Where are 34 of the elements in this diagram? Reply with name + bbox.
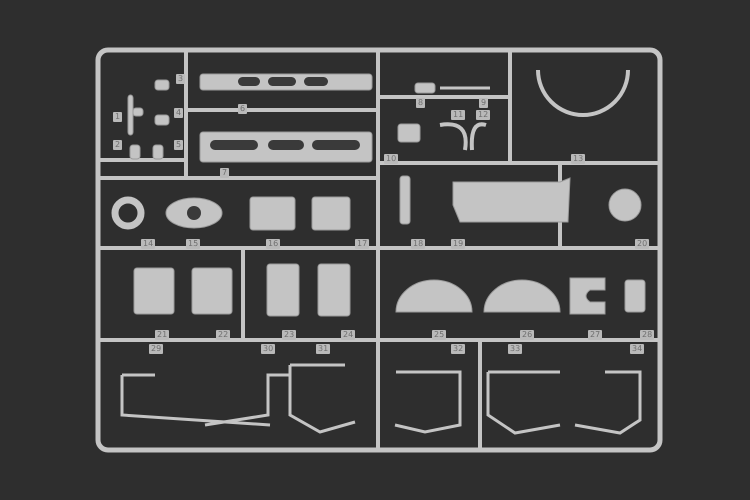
part-number: 17: [355, 239, 370, 249]
part-number: 34: [630, 344, 644, 354]
part-number: 1: [113, 112, 122, 122]
part-number: 16: [266, 239, 280, 249]
part-number: 12: [476, 110, 490, 120]
part-number: 18: [411, 239, 426, 249]
part-number: 27: [588, 330, 602, 340]
part-number: 32: [451, 344, 466, 354]
part-number: 10: [384, 154, 398, 164]
part-number: 24: [341, 330, 356, 340]
part-number: 31: [316, 344, 330, 354]
part-number: 7: [220, 168, 230, 178]
part-number: 26: [520, 330, 534, 340]
part-number: 11: [451, 110, 466, 120]
part-number: 19: [451, 239, 466, 249]
part-number: 8: [416, 98, 426, 108]
part-number: 30: [261, 344, 276, 354]
part-number: 5: [174, 140, 184, 150]
part-number: 13: [571, 154, 586, 164]
part-number: 9: [479, 98, 488, 108]
part-number: 21: [155, 330, 170, 340]
part-number: 20: [635, 239, 650, 249]
part-number: 4: [174, 108, 184, 118]
part-number: 33: [508, 344, 522, 354]
part-number: 25: [432, 330, 446, 340]
part-number: 14: [141, 239, 156, 249]
part-number: 28: [640, 330, 654, 340]
part-number: 23: [282, 330, 296, 340]
part-number: 29: [149, 344, 164, 354]
part-number: 22: [216, 330, 230, 340]
part-number: 6: [238, 104, 248, 114]
part-number: 15: [186, 239, 200, 249]
part-number: 2: [113, 140, 122, 150]
part-number: 3: [176, 74, 186, 84]
